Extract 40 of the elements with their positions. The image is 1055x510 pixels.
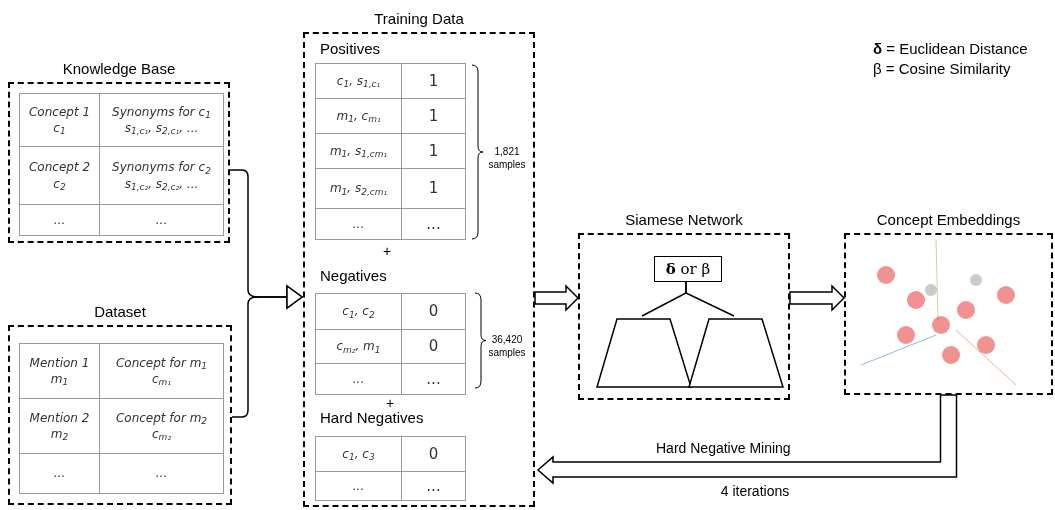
table-cell: Concept 1 c$_{1}$	[19, 93, 100, 147]
section-heading: Negatives	[320, 266, 388, 286]
table-cell: 1	[401, 63, 466, 99]
table-cell: ...	[315, 363, 402, 395]
group-title: Concept Embeddings	[876, 210, 1021, 230]
table-cell: ...	[401, 471, 466, 501]
plus-sign: +	[381, 242, 393, 261]
block-arrow	[536, 394, 958, 485]
group-title: Training Data	[374, 9, 464, 29]
table-cell: 0	[401, 293, 466, 330]
block-arrow	[534, 284, 580, 312]
legend-note: β = Cosine Similarity	[873, 59, 1012, 79]
table-cell: ...	[19, 204, 100, 236]
block-arrow	[789, 284, 846, 312]
table-cell: ...	[99, 453, 224, 494]
formula-box: δ or β	[654, 256, 722, 282]
table-cell: ...	[315, 471, 402, 501]
table-cell: c$_{1}$, c$_{3}$	[315, 436, 402, 472]
table-cell: Concept for m$_{1}$ c$_{m₁}$	[99, 343, 224, 399]
trapezoid-layer	[596, 318, 692, 388]
table-cell: ...	[19, 453, 100, 494]
table-cell: c$_{1}$, s$_{1,c₁}$	[315, 63, 402, 99]
sample-count: 36,420 samples	[487, 334, 527, 359]
group-title: Siamese Network	[625, 210, 743, 230]
legend-note: δ = Euclidean Distance	[873, 39, 1029, 59]
table-cell: ...	[401, 363, 466, 395]
table-cell: c$_{1}$, c$_{2}$	[315, 293, 402, 330]
group-title: Dataset	[94, 302, 146, 322]
section-heading: Positives	[320, 39, 382, 59]
table-cell: ...	[99, 204, 224, 236]
table-cell: ...	[315, 208, 402, 240]
edge-note: 4 iterations	[719, 482, 791, 501]
group-title: Knowledge Base	[62, 59, 176, 79]
table-cell: ...	[401, 208, 466, 240]
brace-arrow	[231, 285, 303, 418]
table-cell: Mention 1 m$_{1}$	[19, 343, 100, 399]
table-cell: Synonyms for c$_{1}$ s$_{1,c₁}$, s$_{2,c₁}$, ...	[99, 93, 224, 147]
table-cell: 0	[401, 436, 466, 472]
sample-count: 1,821 samples	[487, 146, 527, 171]
trapezoid-layer	[688, 318, 784, 388]
